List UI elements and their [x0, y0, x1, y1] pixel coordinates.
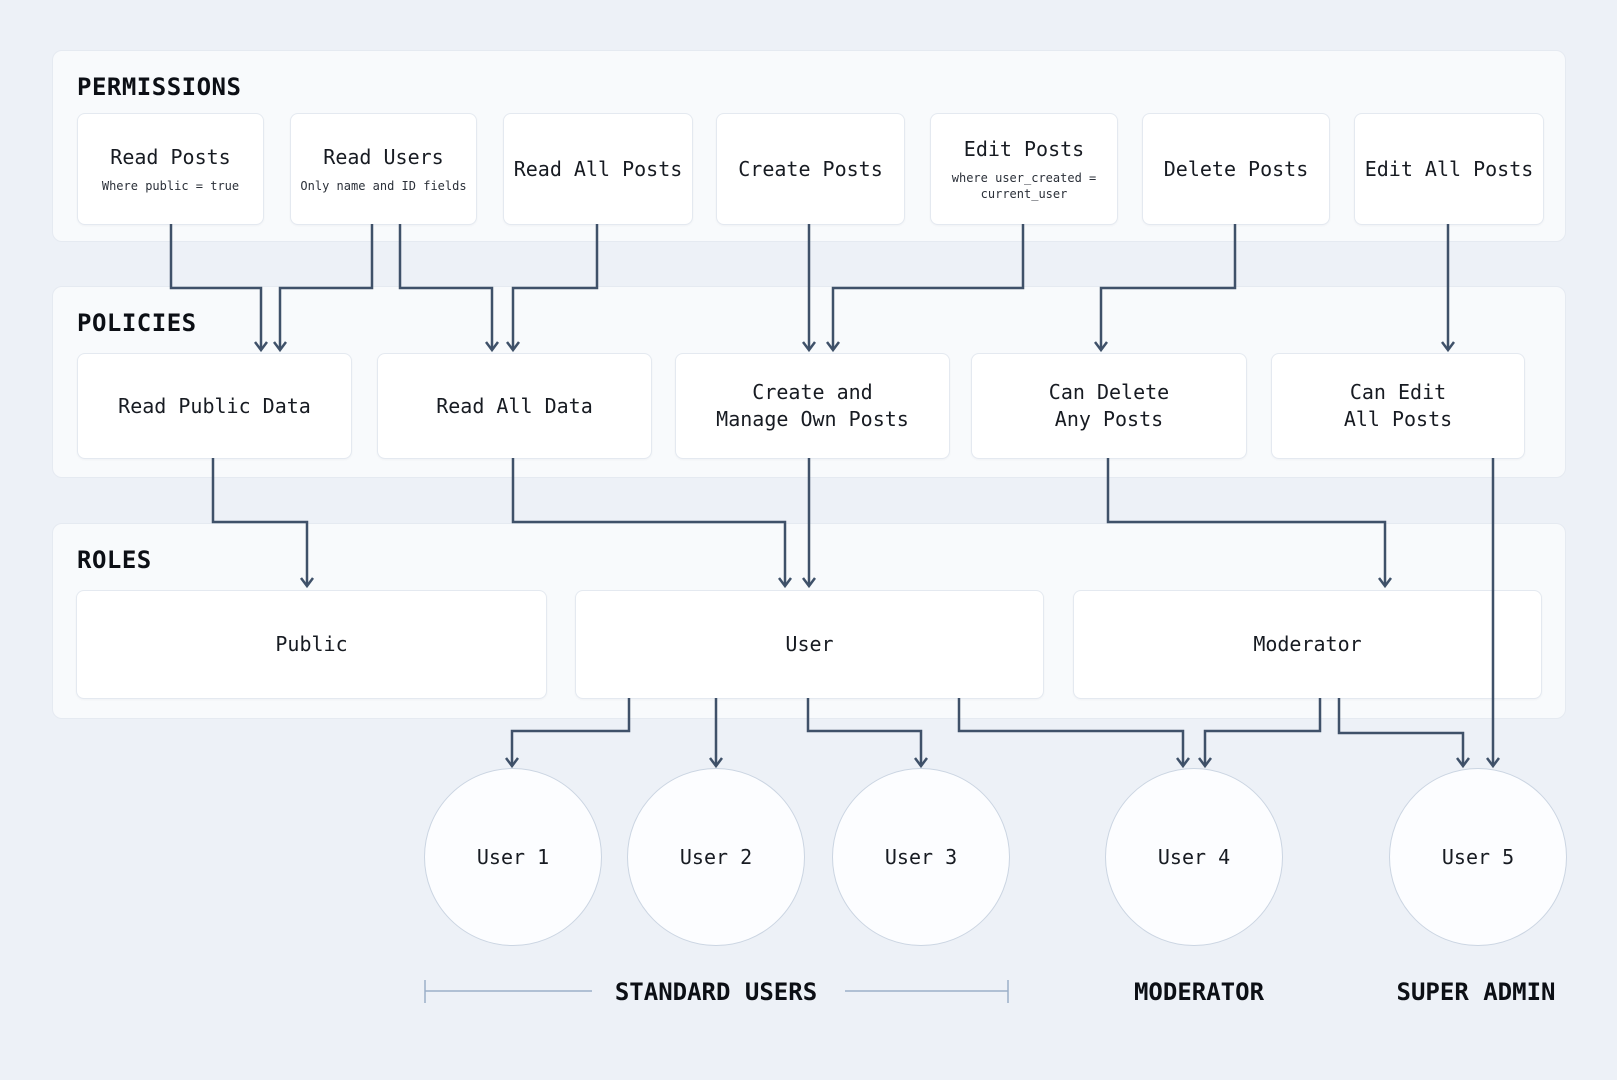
node-label-create-manage-own: Create and Manage Own Posts — [716, 380, 909, 431]
node-label-read-users: Read Users — [323, 145, 444, 169]
group-label-moderator-group: MODERATOR — [1133, 978, 1265, 1006]
user-circle-label-user-5: User 5 — [1441, 844, 1515, 869]
node-can-edit-all: Can Edit All Posts — [1271, 353, 1525, 459]
node-label-read-public-data: Read Public Data — [118, 393, 311, 418]
section-title-permissions: PERMISSIONS — [77, 73, 242, 101]
node-user: User — [575, 590, 1044, 699]
user-circle-label-user-4: User 4 — [1157, 844, 1231, 869]
node-read-public-data: Read Public Data — [77, 353, 352, 459]
user-circle-user-3: User 3 — [832, 768, 1010, 946]
node-sublabel-read-posts: Where public = true — [101, 179, 240, 193]
node-label-moderator: Moderator — [1253, 632, 1362, 656]
section-title-policies: POLICIES — [77, 309, 197, 337]
node-create-posts: Create Posts — [716, 113, 905, 225]
node-label-read-all-data: Read All Data — [436, 393, 593, 418]
node-label-can-delete-any: Can Delete Any Posts — [1048, 380, 1170, 431]
node-public: Public — [76, 590, 547, 699]
node-edit-posts: Edit Posts where user_created = current_u… — [930, 113, 1118, 225]
section-title-roles: ROLES — [77, 546, 152, 574]
user-circle-label-user-3: User 3 — [884, 844, 958, 869]
node-create-manage-own: Create and Manage Own Posts — [675, 353, 950, 459]
node-label-edit-all-posts: Edit All Posts — [1364, 156, 1534, 181]
node-label-can-edit-all: Can Edit All Posts — [1343, 380, 1453, 431]
node-read-all-data: Read All Data — [377, 353, 652, 459]
group-label-standard-users: STANDARD USERS — [614, 978, 818, 1006]
node-delete-posts: Delete Posts — [1142, 113, 1330, 225]
node-sublabel-edit-posts: where user_created = current_user — [951, 171, 1097, 201]
node-label-public: Public — [275, 632, 348, 656]
node-can-delete-any: Can Delete Any Posts — [971, 353, 1247, 459]
node-label-read-posts: Read Posts — [110, 145, 231, 169]
user-circle-user-1: User 1 — [424, 768, 602, 946]
group-label-super-admin: SUPER ADMIN — [1396, 978, 1556, 1006]
node-label-delete-posts: Delete Posts — [1163, 156, 1309, 181]
user-circle-user-5: User 5 — [1389, 768, 1567, 946]
section-panel-policies: POLICIES Read Public Data Read All Data Cre… — [52, 286, 1566, 478]
node-moderator: Moderator — [1073, 590, 1542, 699]
node-label-read-all-posts: Read All Posts — [513, 156, 683, 181]
node-label-edit-posts: Edit Posts — [963, 137, 1085, 161]
node-edit-all-posts: Edit All Posts — [1354, 113, 1544, 225]
user-circle-user-2: User 2 — [627, 768, 805, 946]
node-label-create-posts: Create Posts — [738, 156, 883, 181]
node-sublabel-read-users: Only name and ID fields — [300, 179, 467, 193]
node-label-user: User — [785, 632, 834, 656]
user-circle-label-user-1: User 1 — [476, 844, 550, 869]
user-circle-user-4: User 4 — [1105, 768, 1283, 946]
node-read-all-posts: Read All Posts — [503, 113, 693, 225]
user-circle-label-user-2: User 2 — [679, 844, 753, 869]
section-panel-roles: ROLES Public User Moderator — [52, 523, 1566, 719]
